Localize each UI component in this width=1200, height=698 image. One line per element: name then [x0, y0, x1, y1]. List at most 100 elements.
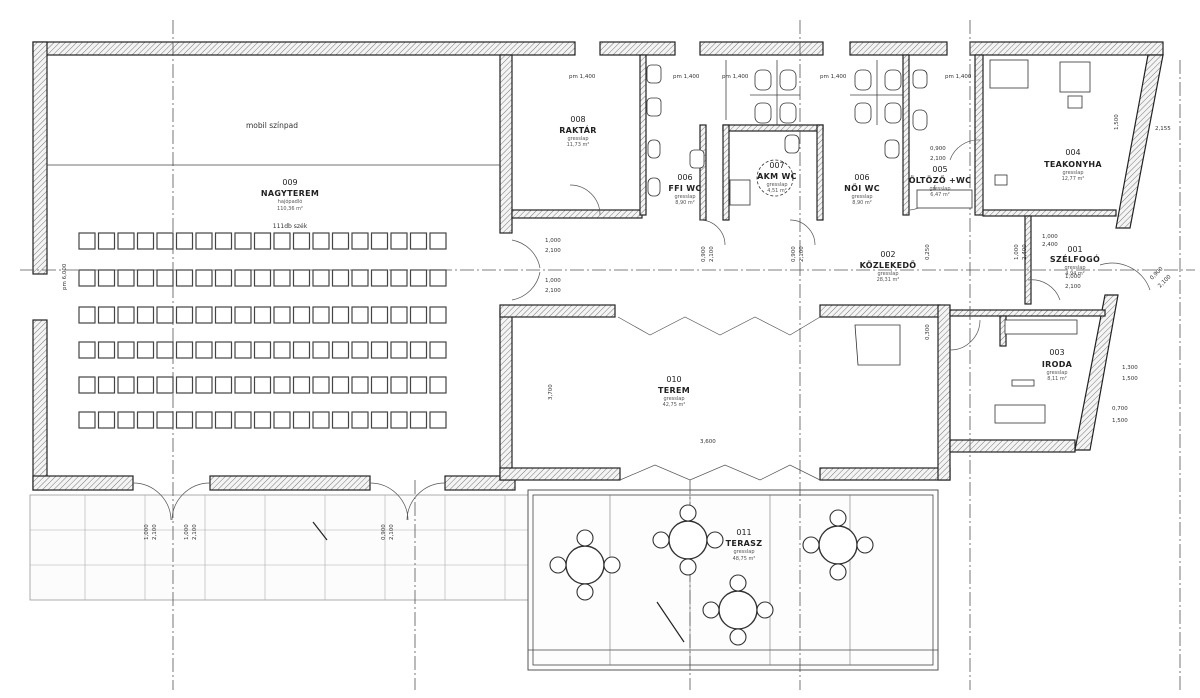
seat [253, 306, 272, 324]
svg-text:4,51 m²: 4,51 m² [767, 188, 787, 194]
svg-text:006: 006 [854, 173, 869, 182]
svg-text:003: 003 [1049, 348, 1064, 357]
terrace-chair [603, 556, 621, 574]
seat [234, 232, 252, 250]
terrace-chair [729, 574, 747, 592]
room-label-004: 004 TEAKONYHA gresslap 12,77 m² [1044, 148, 1102, 182]
svg-text:gresslap: gresslap [1064, 265, 1085, 271]
room-label-011: 011 TERASZ gresslap 48,75 m² [726, 528, 762, 562]
terrace-chair [549, 556, 567, 574]
svg-text:NAGYTEREM: NAGYTEREM [261, 189, 319, 198]
seat [273, 232, 291, 250]
seat [351, 376, 369, 394]
dim-label: 3,700 [548, 384, 554, 400]
seat [195, 306, 213, 324]
svg-text:TEAKONYHA: TEAKONYHA [1044, 160, 1102, 169]
seat [234, 269, 252, 287]
seat [78, 232, 96, 250]
terrace-chair [802, 536, 820, 554]
seat [214, 341, 233, 359]
seat [136, 341, 155, 359]
seat [292, 306, 311, 324]
seat [390, 232, 408, 250]
dim-label: 1,000 [1065, 274, 1081, 280]
seat [351, 341, 369, 359]
terrace-chair [756, 601, 774, 619]
dim-label: 0,300 [925, 324, 931, 340]
terrace-chair [679, 504, 697, 522]
doors [132, 139, 1151, 521]
seat [273, 306, 291, 324]
seat [156, 376, 174, 394]
dim-label: 1,000 [1042, 234, 1058, 240]
dim-label: 2,100 [709, 246, 715, 262]
seat [312, 306, 330, 324]
svg-text:11,73 m²: 11,73 m² [567, 142, 590, 148]
svg-text:gresslap: gresslap [567, 136, 588, 142]
seat [292, 376, 311, 394]
seat [273, 376, 291, 394]
seat [234, 306, 252, 324]
terrace-chair [729, 628, 747, 646]
dim-label: 1,300 [1122, 365, 1138, 371]
seat [156, 341, 174, 359]
svg-text:008: 008 [570, 115, 585, 124]
seat [390, 306, 408, 324]
terrace-chair [576, 583, 594, 601]
seat [175, 376, 194, 394]
seat [175, 341, 194, 359]
seat [78, 341, 96, 359]
dim-label: 0,900 [791, 246, 797, 262]
seat [429, 341, 447, 359]
seat [312, 376, 330, 394]
terrace-table [668, 520, 708, 560]
seat [175, 232, 194, 250]
dim-label: 0,900 [930, 146, 946, 152]
seat [409, 306, 428, 324]
seat [292, 232, 311, 250]
seat [234, 411, 252, 429]
svg-text:gresslap: gresslap [1062, 170, 1083, 176]
svg-text:gresslap: gresslap [877, 271, 898, 277]
terrace-chair [702, 601, 720, 619]
seat [97, 306, 116, 324]
seat [214, 411, 233, 429]
exterior-walls [32, 41, 1164, 491]
seat [136, 232, 155, 250]
svg-text:AKM WC: AKM WC [757, 172, 797, 181]
seat [390, 341, 408, 359]
seat [175, 269, 194, 287]
seat [156, 232, 174, 250]
seat [136, 306, 155, 324]
seat [370, 376, 389, 394]
seat [273, 269, 291, 287]
svg-text:010: 010 [666, 375, 681, 384]
dim-label: 1,000 [545, 238, 561, 244]
svg-text:42,75 m²: 42,75 m² [663, 402, 686, 408]
seat [370, 232, 389, 250]
dim-label: 2,100 [930, 156, 946, 162]
seat [292, 269, 311, 287]
dim-label: 2,400 [1042, 242, 1058, 248]
dim-label: 0,900 [381, 524, 387, 540]
seat [253, 376, 272, 394]
dim-label: 2,100 [152, 524, 158, 540]
seat [312, 411, 330, 429]
dim-label: 2,400 [1022, 244, 1028, 260]
seat [117, 269, 135, 287]
svg-text:6,47 m²: 6,47 m² [930, 192, 950, 198]
seat [117, 341, 135, 359]
room-label-003: 003 IRODA gresslap 8,11 m² [1042, 348, 1072, 382]
room-label-010: 010 TEREM gresslap 42,75 m² [658, 375, 690, 408]
seat [214, 306, 233, 324]
svg-text:SZÉLFOGÓ: SZÉLFOGÓ [1050, 253, 1100, 264]
seat [429, 269, 447, 287]
svg-text:007: 007 [769, 161, 784, 170]
dim-label: 1,000 [144, 524, 150, 540]
terrace-table [565, 545, 605, 585]
seat [195, 232, 213, 250]
terrace-table [718, 590, 758, 630]
dim-label: 3,600 [700, 439, 716, 445]
stage-note: mobil színpad [246, 121, 298, 130]
